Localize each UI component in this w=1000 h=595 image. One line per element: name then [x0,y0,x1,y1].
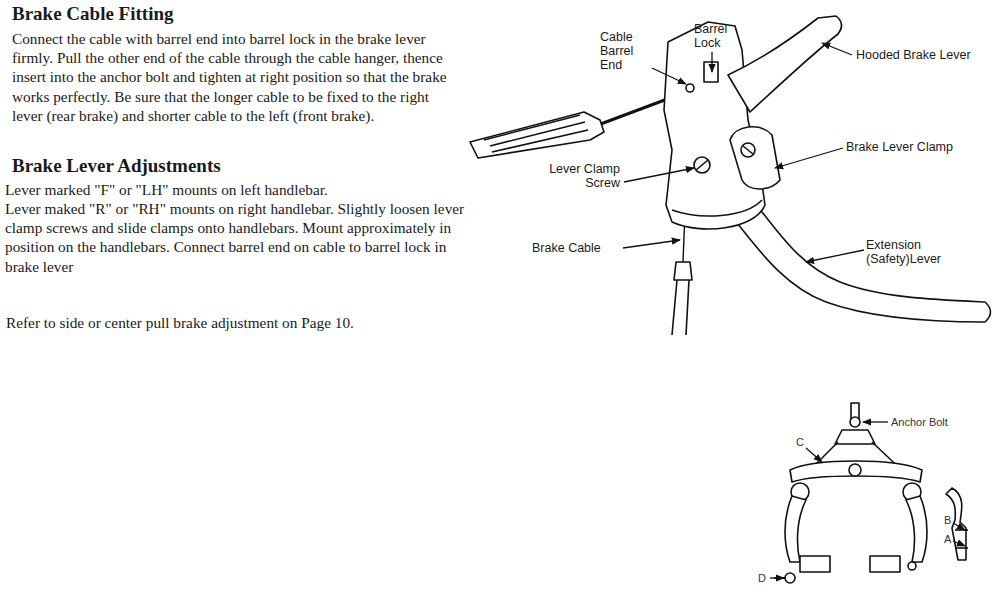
part-label: Brake Lever Clamp [846,140,953,154]
barrel-lock [704,62,718,82]
note-text: Refer to side or center pull brake adjus… [6,313,476,332]
section-heading: Brake Lever Adjustments [12,155,221,177]
part-label: Extension (Safety)Lever [866,238,960,266]
part-label: Anchor Bolt [891,416,948,428]
extension-lever [728,190,991,322]
hooded-lever [728,16,842,112]
leader-lines [623,43,965,578]
callout-letter: C [796,436,804,448]
body-paragraph: Connect the cable with barrel end into b… [12,29,454,125]
cable-barrel-end [686,84,694,92]
body-paragraph: Lever marked "F" or "LH" mounts on left … [5,180,475,199]
center-pull-caliper [774,403,968,583]
part-label: Hooded Brake Lever [856,48,971,62]
cable-housing [672,280,689,335]
part-label: Cable Barrel End [600,30,652,72]
body-paragraph: Lever maked "R" or "RH" mounts on right … [5,199,475,276]
screwdriver [470,92,686,158]
cable-adjuster [674,262,692,280]
callout-letter: D [758,572,766,584]
part-label: Brake Cable [532,241,601,255]
part-label: Lever Clamp Screw [528,162,620,190]
lever-body [664,22,765,229]
lever-clamp-screw [694,157,710,173]
callout-letter: B [944,514,951,526]
lever-clamp [730,127,780,189]
part-label: Barrel Lock [694,22,734,50]
section-heading: Brake Cable Fitting [12,3,174,25]
callout-letter: A [944,533,951,545]
